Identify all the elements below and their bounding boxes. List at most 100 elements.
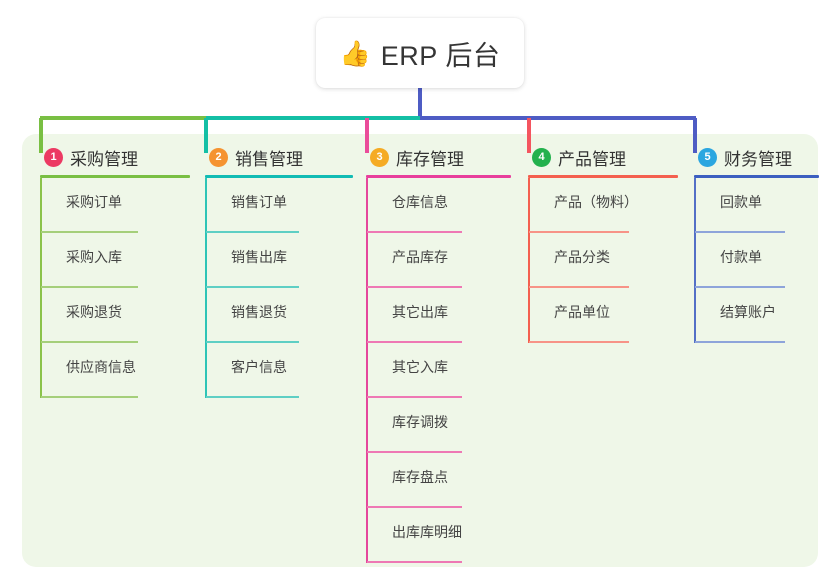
leaf-item[interactable]: 采购订单 — [40, 178, 190, 233]
leaf-item[interactable]: 产品库存 — [366, 233, 511, 288]
leaf-rule — [206, 286, 299, 288]
leaf-item[interactable]: 采购退货 — [40, 288, 190, 343]
leaf-label: 销售退货 — [231, 304, 287, 320]
leaf-label: 采购入库 — [66, 249, 122, 265]
leaf-item[interactable]: 出库库明细 — [366, 508, 511, 563]
branch-column-2: 2 销售管理销售订单销售出库销售退货客户信息 — [205, 145, 353, 398]
leaf-label: 出库库明细 — [392, 524, 462, 540]
branch-badge-4: 4 — [532, 147, 551, 167]
thumbs-up-icon: 👍 — [339, 38, 371, 68]
branch-badge-5: 5 — [698, 147, 717, 167]
root-title: ERP 后台 — [380, 40, 501, 71]
leaf-item[interactable]: 客户信息 — [205, 343, 353, 398]
leaf-item[interactable]: 付款单 — [694, 233, 819, 288]
leaf-label: 客户信息 — [231, 359, 287, 375]
leaf-spine-2 — [205, 178, 207, 398]
leaf-spine-1 — [40, 178, 42, 398]
branch-badge-1: 1 — [44, 147, 63, 167]
leaf-rule — [41, 286, 138, 288]
leaf-item[interactable]: 其它入库 — [366, 343, 511, 398]
branch-header-2[interactable]: 2 销售管理 — [205, 145, 353, 169]
leaf-list-1: 采购订单采购入库采购退货供应商信息 — [40, 178, 190, 398]
leaf-list-2: 销售订单销售出库销售退货客户信息 — [205, 178, 353, 398]
branch-header-3[interactable]: 3 库存管理 — [366, 145, 511, 169]
leaf-label: 仓库信息 — [392, 194, 448, 210]
leaf-rule — [367, 341, 462, 343]
branch-badge-3: 3 — [370, 147, 389, 167]
leaf-rule — [41, 396, 138, 398]
leaf-rule — [529, 286, 629, 288]
leaf-rule — [529, 231, 629, 233]
leaf-rule — [695, 286, 785, 288]
leaf-item[interactable]: 仓库信息 — [366, 178, 511, 233]
branch-title-2: 销售管理 — [235, 149, 303, 169]
leaf-rule — [41, 231, 138, 233]
branch-rule-2 — [205, 175, 353, 178]
leaf-list-5: 回款单付款单结算账户 — [694, 178, 819, 343]
branch-rule-4 — [528, 175, 678, 178]
leaf-label: 付款单 — [720, 249, 762, 265]
leaf-label: 产品单位 — [554, 304, 610, 320]
leaf-label: 销售订单 — [231, 194, 287, 210]
leaf-list-4: 产品（物料） 产品分类产品单位 — [528, 178, 678, 343]
leaf-label: 采购退货 — [66, 304, 122, 320]
leaf-item[interactable]: 采购入库 — [40, 233, 190, 288]
leaf-item[interactable]: 库存盘点 — [366, 453, 511, 508]
branch-title-5: 财务管理 — [724, 149, 792, 169]
leaf-item[interactable]: 产品分类 — [528, 233, 678, 288]
leaf-rule — [529, 341, 629, 343]
leaf-list-3: 仓库信息产品库存其它出库其它入库库存调拨库存盘点出库库明细 — [366, 178, 511, 563]
leaf-label: 库存盘点 — [392, 469, 448, 485]
branch-rule-1 — [40, 175, 190, 178]
leaf-label: 其它入库 — [392, 359, 448, 375]
leaf-rule — [206, 396, 299, 398]
leaf-item[interactable]: 回款单 — [694, 178, 819, 233]
branch-column-3: 3 库存管理仓库信息产品库存其它出库其它入库库存调拨库存盘点出库库明细 — [366, 145, 511, 563]
branch-column-5: 5 财务管理回款单付款单结算账户 — [694, 145, 819, 343]
leaf-item[interactable]: 销售订单 — [205, 178, 353, 233]
leaf-label: 产品（物料） — [554, 194, 638, 210]
leaf-rule — [367, 286, 462, 288]
branch-column-4: 4 产品管理产品（物料） 产品分类产品单位 — [528, 145, 678, 343]
leaf-rule — [695, 341, 785, 343]
leaf-rule — [695, 231, 785, 233]
leaf-label: 其它出库 — [392, 304, 448, 320]
leaf-rule — [367, 561, 462, 563]
branch-title-4: 产品管理 — [558, 149, 626, 169]
leaf-label: 供应商信息 — [66, 359, 136, 375]
leaf-spine-5 — [694, 178, 696, 343]
diagram-panel — [22, 134, 818, 567]
leaf-item[interactable]: 其它出库 — [366, 288, 511, 343]
leaf-item[interactable]: 销售退货 — [205, 288, 353, 343]
branch-badge-2: 2 — [209, 147, 228, 167]
leaf-rule — [206, 231, 299, 233]
leaf-rule — [367, 396, 462, 398]
leaf-rule — [367, 451, 462, 453]
leaf-rule — [41, 341, 138, 343]
leaf-item[interactable]: 产品（物料） — [528, 178, 678, 233]
branch-header-1[interactable]: 1 采购管理 — [40, 145, 190, 169]
leaf-label: 采购订单 — [66, 194, 122, 210]
branch-title-3: 库存管理 — [396, 149, 464, 169]
leaf-spine-4 — [528, 178, 530, 343]
leaf-label: 产品库存 — [392, 249, 448, 265]
leaf-rule — [367, 506, 462, 508]
leaf-label: 库存调拨 — [392, 414, 448, 430]
leaf-label: 产品分类 — [554, 249, 610, 265]
leaf-item[interactable]: 库存调拨 — [366, 398, 511, 453]
leaf-item[interactable]: 结算账户 — [694, 288, 819, 343]
leaf-label: 结算账户 — [720, 304, 776, 320]
root-node[interactable]: 👍 ERP 后台 — [316, 18, 524, 88]
branch-header-5[interactable]: 5 财务管理 — [694, 145, 819, 169]
branch-rule-5 — [694, 175, 819, 178]
leaf-rule — [206, 341, 299, 343]
leaf-item[interactable]: 产品单位 — [528, 288, 678, 343]
branch-title-1: 采购管理 — [70, 149, 138, 169]
branch-header-4[interactable]: 4 产品管理 — [528, 145, 678, 169]
leaf-item[interactable]: 供应商信息 — [40, 343, 190, 398]
leaf-rule — [367, 231, 462, 233]
leaf-spine-3 — [366, 178, 368, 563]
leaf-label: 回款单 — [720, 194, 762, 210]
leaf-item[interactable]: 销售出库 — [205, 233, 353, 288]
